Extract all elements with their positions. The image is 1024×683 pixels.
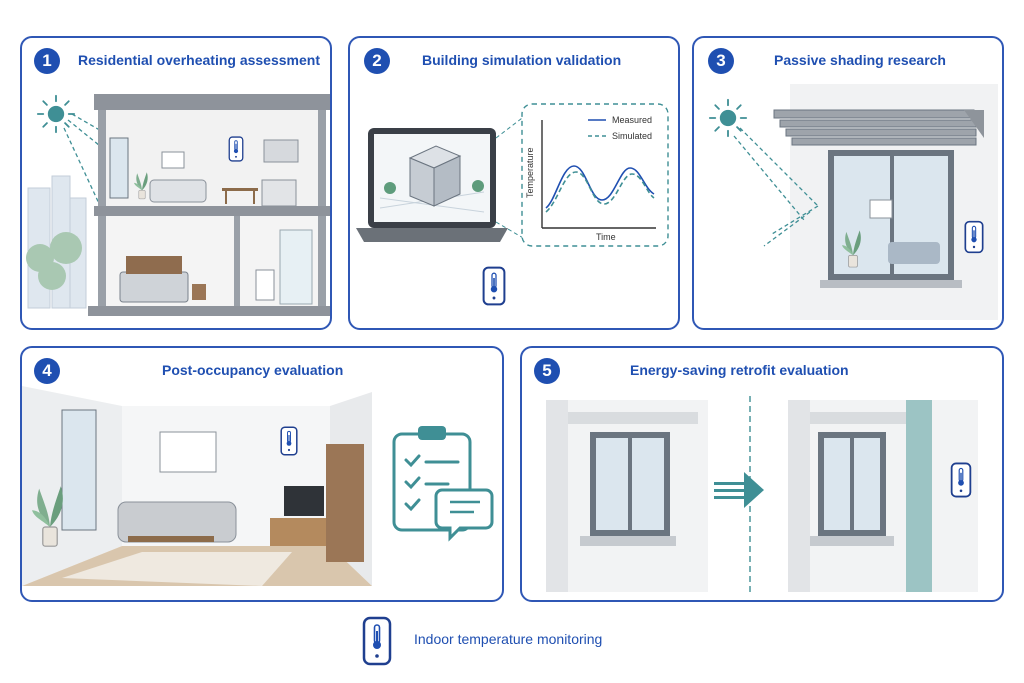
temperature-sensor-icon <box>482 266 506 306</box>
temperature-sensor-icon <box>280 426 298 456</box>
chart-callout <box>521 103 669 247</box>
legend-measured: Measured <box>612 115 652 125</box>
temperature-sensor-icon <box>228 136 244 162</box>
x-axis-label: Time <box>596 232 616 242</box>
temperature-sensor-icon <box>950 462 972 498</box>
panel-number: 5 <box>534 358 560 384</box>
panel-title: Residential overheating assessment <box>78 52 320 68</box>
house-cutaway-illustration <box>26 94 330 316</box>
y-axis-label: Temperature <box>525 147 535 198</box>
panel-title: Post-occupancy evaluation <box>162 362 344 378</box>
sun-icon <box>708 98 748 138</box>
temperature-sensor-legend-icon <box>362 616 392 666</box>
window-shading-illustration <box>708 84 998 320</box>
retrofit-before-after-illustration <box>546 396 978 596</box>
temperature-sensor-icon <box>964 220 984 254</box>
panel-retrofit-evaluation: 5 Energy-saving retrofit evaluation <box>520 346 1004 602</box>
arrow-right-icon <box>714 472 764 508</box>
panel-simulation-validation: 2 Building simulation validation Measure… <box>348 36 680 330</box>
legend-label: Indoor temperature monitoring <box>414 631 603 647</box>
laptop-building-model-illustration: Measured Simulated Temperature Time <box>356 103 669 306</box>
panel-title: Passive shading research <box>774 52 946 68</box>
panel-number: 2 <box>364 48 390 74</box>
panel-number: 1 <box>34 48 60 74</box>
clipboard-checklist-icon <box>392 426 494 542</box>
sun-icon <box>36 94 76 134</box>
panel-number: 4 <box>34 358 60 384</box>
panel-post-occupancy: 4 Post-occupancy evaluation <box>20 346 504 602</box>
panel-title: Building simulation validation <box>422 52 622 68</box>
panel-residential-overheating: 1 Residential overheating assessment <box>20 36 332 330</box>
panel-title: Energy-saving retrofit evaluation <box>630 362 849 378</box>
panel-number: 3 <box>708 48 734 74</box>
legend-simulated: Simulated <box>612 131 652 141</box>
living-room-illustration <box>22 386 494 586</box>
panel-passive-shading: 3 Passive shading research <box>692 36 1004 330</box>
